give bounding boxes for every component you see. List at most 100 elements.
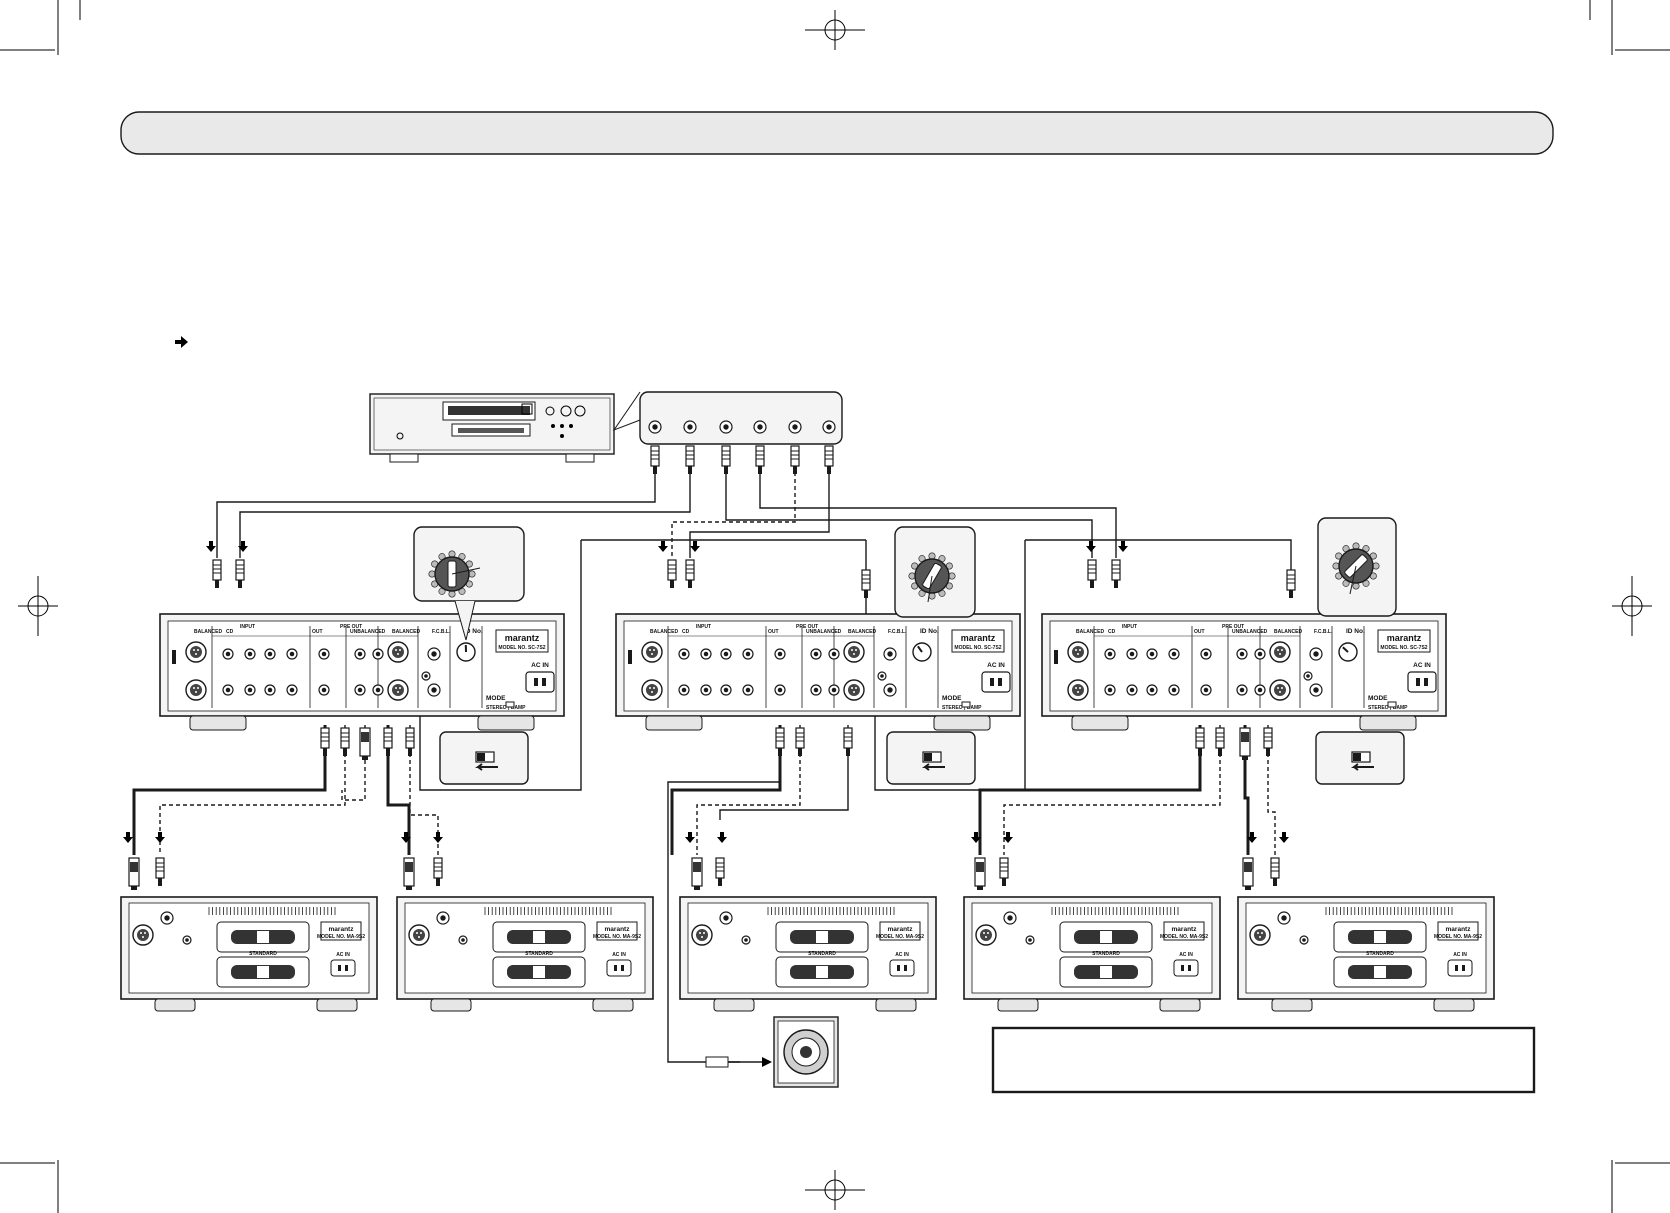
label-input: INPUT xyxy=(696,624,711,630)
rca-plug xyxy=(685,559,695,588)
rca-plug xyxy=(721,445,731,474)
label-standard: STANDARD xyxy=(249,951,277,957)
label-pre-out: PRE OUT xyxy=(1222,624,1244,630)
xlr-plug xyxy=(691,857,703,890)
rca-plug xyxy=(340,727,350,756)
xlr-connector xyxy=(843,679,865,701)
registration-mark xyxy=(18,10,1652,1210)
cd-output-callout xyxy=(612,391,843,445)
arrow-down-icon xyxy=(1118,541,1128,552)
rca-plug xyxy=(650,445,660,474)
brand-label: marantz xyxy=(329,926,355,933)
rca-plug xyxy=(861,569,871,598)
label-pre-out: PRE OUT xyxy=(340,624,362,630)
label-ac-in: AC IN xyxy=(987,662,1005,669)
label-balanced: BALANCED xyxy=(194,629,222,635)
note-box xyxy=(991,1026,1536,1094)
label-balanced-out: BALANCED xyxy=(392,629,420,635)
xlr-connector xyxy=(1067,641,1089,663)
rca-plug xyxy=(320,727,330,756)
arrow-down-icon xyxy=(401,832,411,843)
xlr-plug xyxy=(403,857,415,890)
label-stereo-bamp: STEREO | BAMP xyxy=(942,705,982,711)
label-id-no: ID No. xyxy=(1346,628,1365,635)
xlr-connector xyxy=(691,924,713,946)
label-balanced-out: BALANCED xyxy=(1274,629,1302,635)
label-mode: MODE xyxy=(1368,695,1388,702)
arrow-down-icon xyxy=(238,541,248,552)
cable-plugs xyxy=(128,445,1296,890)
arrow-down-icon xyxy=(206,541,216,552)
xlr-connector xyxy=(185,641,207,663)
arrow-down-icon xyxy=(1003,832,1013,843)
model-label: MODEL NO. MA-9S2 xyxy=(1160,934,1208,940)
slide-switch-icon xyxy=(475,751,498,771)
brand-label: marantz xyxy=(1387,633,1422,643)
xlr-plug xyxy=(359,727,371,760)
xlr-connector xyxy=(1067,679,1089,701)
xlr-connector xyxy=(1249,924,1271,946)
brand-label: marantz xyxy=(1446,926,1472,933)
brand-label: marantz xyxy=(888,926,914,933)
arrow-down-icon xyxy=(433,832,443,843)
rca-plug xyxy=(685,445,695,474)
arrow-down-icon xyxy=(685,832,695,843)
xlr-plug xyxy=(1239,727,1251,760)
label-standard: STANDARD xyxy=(525,951,553,957)
arrow-down-icon xyxy=(690,541,700,552)
rca-plug xyxy=(1215,727,1225,756)
label-standard: STANDARD xyxy=(1092,951,1120,957)
arrow-down-icon xyxy=(155,832,165,843)
model-label: MODEL NO. MA-9S2 xyxy=(317,934,365,940)
xlr-connector xyxy=(641,679,663,701)
rca-plug xyxy=(155,857,165,886)
label-fcbl: F.C.B.L. xyxy=(888,629,907,635)
label-ac-in: AC IN xyxy=(1179,952,1193,958)
label-mode: MODE xyxy=(942,695,962,702)
xlr-connector xyxy=(1269,641,1291,663)
rca-plug xyxy=(667,559,677,588)
label-mode: MODE xyxy=(486,695,506,702)
xlr-connector xyxy=(975,924,997,946)
label-cd: CD xyxy=(226,629,234,635)
label-fcbl: F.C.B.L. xyxy=(1314,629,1333,635)
rca-plug xyxy=(1111,559,1121,588)
xlr-connector xyxy=(185,679,207,701)
label-pre-out: PRE OUT xyxy=(796,624,818,630)
rca-plug xyxy=(1087,559,1097,588)
label-balanced-out: BALANCED xyxy=(848,629,876,635)
label-id-no: ID No. xyxy=(920,628,939,635)
cd-output-jacks xyxy=(648,420,836,434)
label-out: OUT xyxy=(312,629,323,635)
label-fcbl: F.C.B.L. xyxy=(432,629,451,635)
rca-plug xyxy=(790,445,800,474)
label-out: OUT xyxy=(1194,629,1205,635)
label-cd: CD xyxy=(682,629,690,635)
xlr-connector xyxy=(843,641,865,663)
brand-label: marantz xyxy=(1172,926,1198,933)
xlr-connector xyxy=(641,641,663,663)
xlr-plug xyxy=(974,857,986,890)
xlr-plug xyxy=(128,857,140,890)
brand-label: marantz xyxy=(505,633,540,643)
model-label: MODEL NO. SC-7S2 xyxy=(954,645,1001,651)
rca-plug xyxy=(1270,857,1280,886)
rotary-selector-icon xyxy=(912,642,932,662)
cd-player xyxy=(369,393,615,463)
xlr-plug xyxy=(1242,857,1254,890)
label-balanced: BALANCED xyxy=(1076,629,1104,635)
model-label: MODEL NO. MA-9S2 xyxy=(1434,934,1482,940)
rca-plug xyxy=(383,727,393,756)
arrow-down-icon xyxy=(1279,832,1289,843)
label-unbalanced: UNBALANCED xyxy=(806,629,842,635)
label-ac-in: AC IN xyxy=(895,952,909,958)
